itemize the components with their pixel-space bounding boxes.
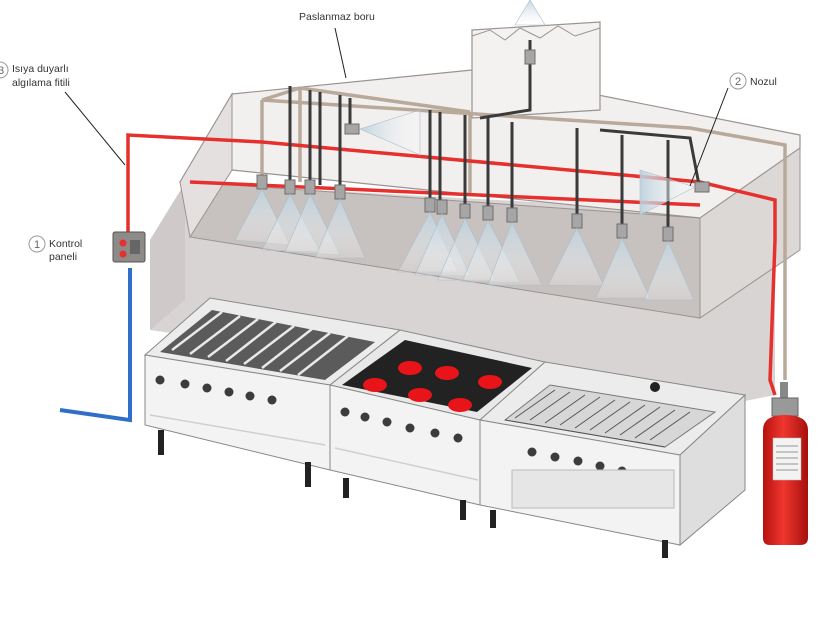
spray-cones <box>234 0 695 301</box>
control-panel-box <box>112 231 146 263</box>
label-paslanmaz-boru: Paslanmaz boru <box>299 11 375 23</box>
nozzle-icon <box>256 174 268 190</box>
callout-1: 1 Kontrol paneli <box>28 235 82 263</box>
nozzle-icon <box>506 207 518 223</box>
callout-3: 3 Isıya duyarlı algılama fitili <box>0 61 70 89</box>
callout-2: 2 Nozul <box>729 72 777 90</box>
nozzle-icon <box>424 197 436 213</box>
grill-unit <box>143 297 402 487</box>
svg-text:algılama fitili: algılama fitili <box>12 77 70 89</box>
nozzle-icon <box>482 205 494 221</box>
nozzle-icon <box>616 223 628 239</box>
exhaust-duct <box>471 21 601 119</box>
svg-text:Isıya duyarlı: Isıya duyarlı <box>12 63 69 75</box>
svg-text:Paslanmaz boru: Paslanmaz boru <box>299 11 375 23</box>
nozzle-icon <box>304 179 316 195</box>
svg-text:2: 2 <box>735 76 741 88</box>
horizontal-sprays <box>359 109 696 216</box>
nozzle-icon <box>436 199 448 215</box>
svg-text:3: 3 <box>0 65 4 77</box>
nozzle-icon <box>524 49 536 65</box>
fire-extinguisher-icon <box>763 382 808 545</box>
leader-lines <box>64 27 729 187</box>
supply-pipe <box>59 268 132 423</box>
deep-fryer-unit <box>478 361 747 558</box>
nozzles <box>256 49 710 242</box>
electric-cooktop-unit <box>328 329 547 520</box>
heat-detection-line <box>126 133 777 396</box>
stainless-steel-pipe <box>260 86 787 380</box>
svg-text:Nozul: Nozul <box>750 76 777 88</box>
nozzle-icon <box>694 181 710 193</box>
svg-text:paneli: paneli <box>49 251 77 263</box>
svg-text:1: 1 <box>34 239 40 251</box>
nozzle-icon <box>284 179 296 195</box>
nozzle-icon <box>571 213 583 229</box>
nozzle-icon <box>334 184 346 200</box>
nozzle-icon <box>459 203 471 219</box>
svg-text:Kontrol: Kontrol <box>49 238 82 250</box>
nozzle-icon <box>344 123 360 135</box>
nozzle-icon <box>662 226 674 242</box>
